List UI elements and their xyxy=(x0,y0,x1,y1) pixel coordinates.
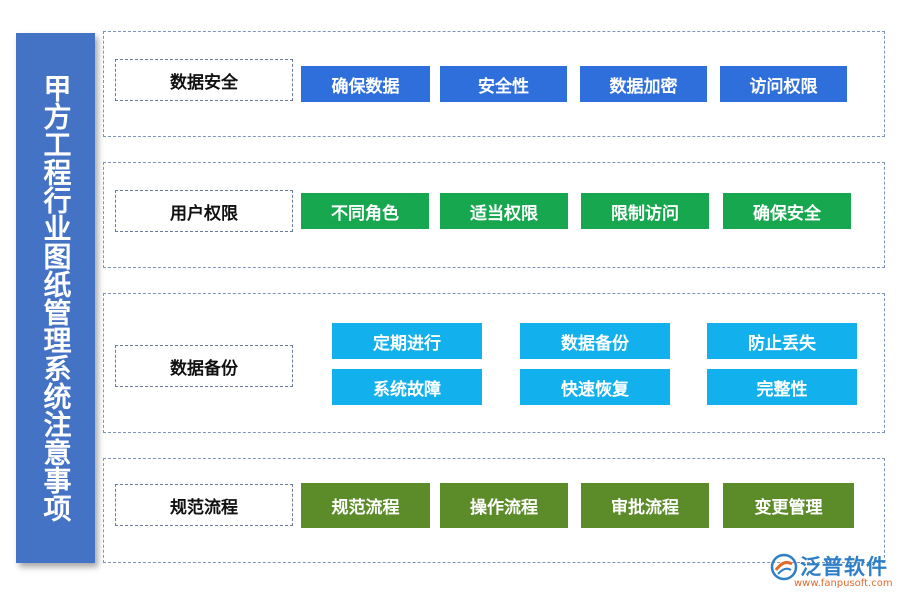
tag-ensure-safety: 确保安全 xyxy=(723,193,851,229)
fanpu-logo: 泛普软件 www.fanpusoft.com xyxy=(770,550,893,594)
tag-system-failure: 系统故障 xyxy=(332,369,482,405)
diagram-title: 甲方工程行业图纸管理系统注意事项 xyxy=(39,74,73,522)
tag-ensure-data: 确保数据 xyxy=(301,66,430,102)
tag-change-management: 变更管理 xyxy=(723,483,854,528)
section-user-permission: 用户权限 不同角色 适当权限 限制访问 确保安全 xyxy=(103,162,885,268)
logo-url: www.fanpusoft.com xyxy=(794,578,893,589)
tag-different-roles: 不同角色 xyxy=(301,193,429,229)
fanpu-logo-icon xyxy=(770,553,798,581)
section-standard-process: 规范流程 规范流程 操作流程 审批流程 变更管理 xyxy=(103,458,885,563)
tag-regular: 定期进行 xyxy=(332,323,482,359)
title-bar: 甲方工程行业图纸管理系统注意事项 xyxy=(16,33,95,563)
tag-quick-recovery: 快速恢复 xyxy=(520,369,670,405)
tag-integrity: 完整性 xyxy=(707,369,857,405)
tag-prevent-loss: 防止丢失 xyxy=(707,323,857,359)
section-label-data-security: 数据安全 xyxy=(115,59,293,101)
section-data-security: 数据安全 确保数据 安全性 数据加密 访问权限 xyxy=(103,31,885,137)
section-data-backup: 数据备份 定期进行 数据备份 防止丢失 系统故障 快速恢复 完整性 xyxy=(103,293,885,433)
tag-security: 安全性 xyxy=(440,66,567,102)
tag-standard-process: 规范流程 xyxy=(301,483,430,528)
tag-data-backup: 数据备份 xyxy=(520,323,670,359)
tag-access-permission: 访问权限 xyxy=(720,66,847,102)
tag-data-encryption: 数据加密 xyxy=(580,66,707,102)
tag-approval-process: 审批流程 xyxy=(581,483,709,528)
tag-appropriate-permission: 适当权限 xyxy=(440,193,568,229)
section-label-user-permission: 用户权限 xyxy=(115,190,293,232)
tag-restrict-access: 限制访问 xyxy=(581,193,709,229)
tag-operation-process: 操作流程 xyxy=(440,483,568,528)
section-label-data-backup: 数据备份 xyxy=(115,345,293,387)
logo-name: 泛普软件 xyxy=(800,555,888,579)
section-label-standard-process: 规范流程 xyxy=(115,484,293,526)
